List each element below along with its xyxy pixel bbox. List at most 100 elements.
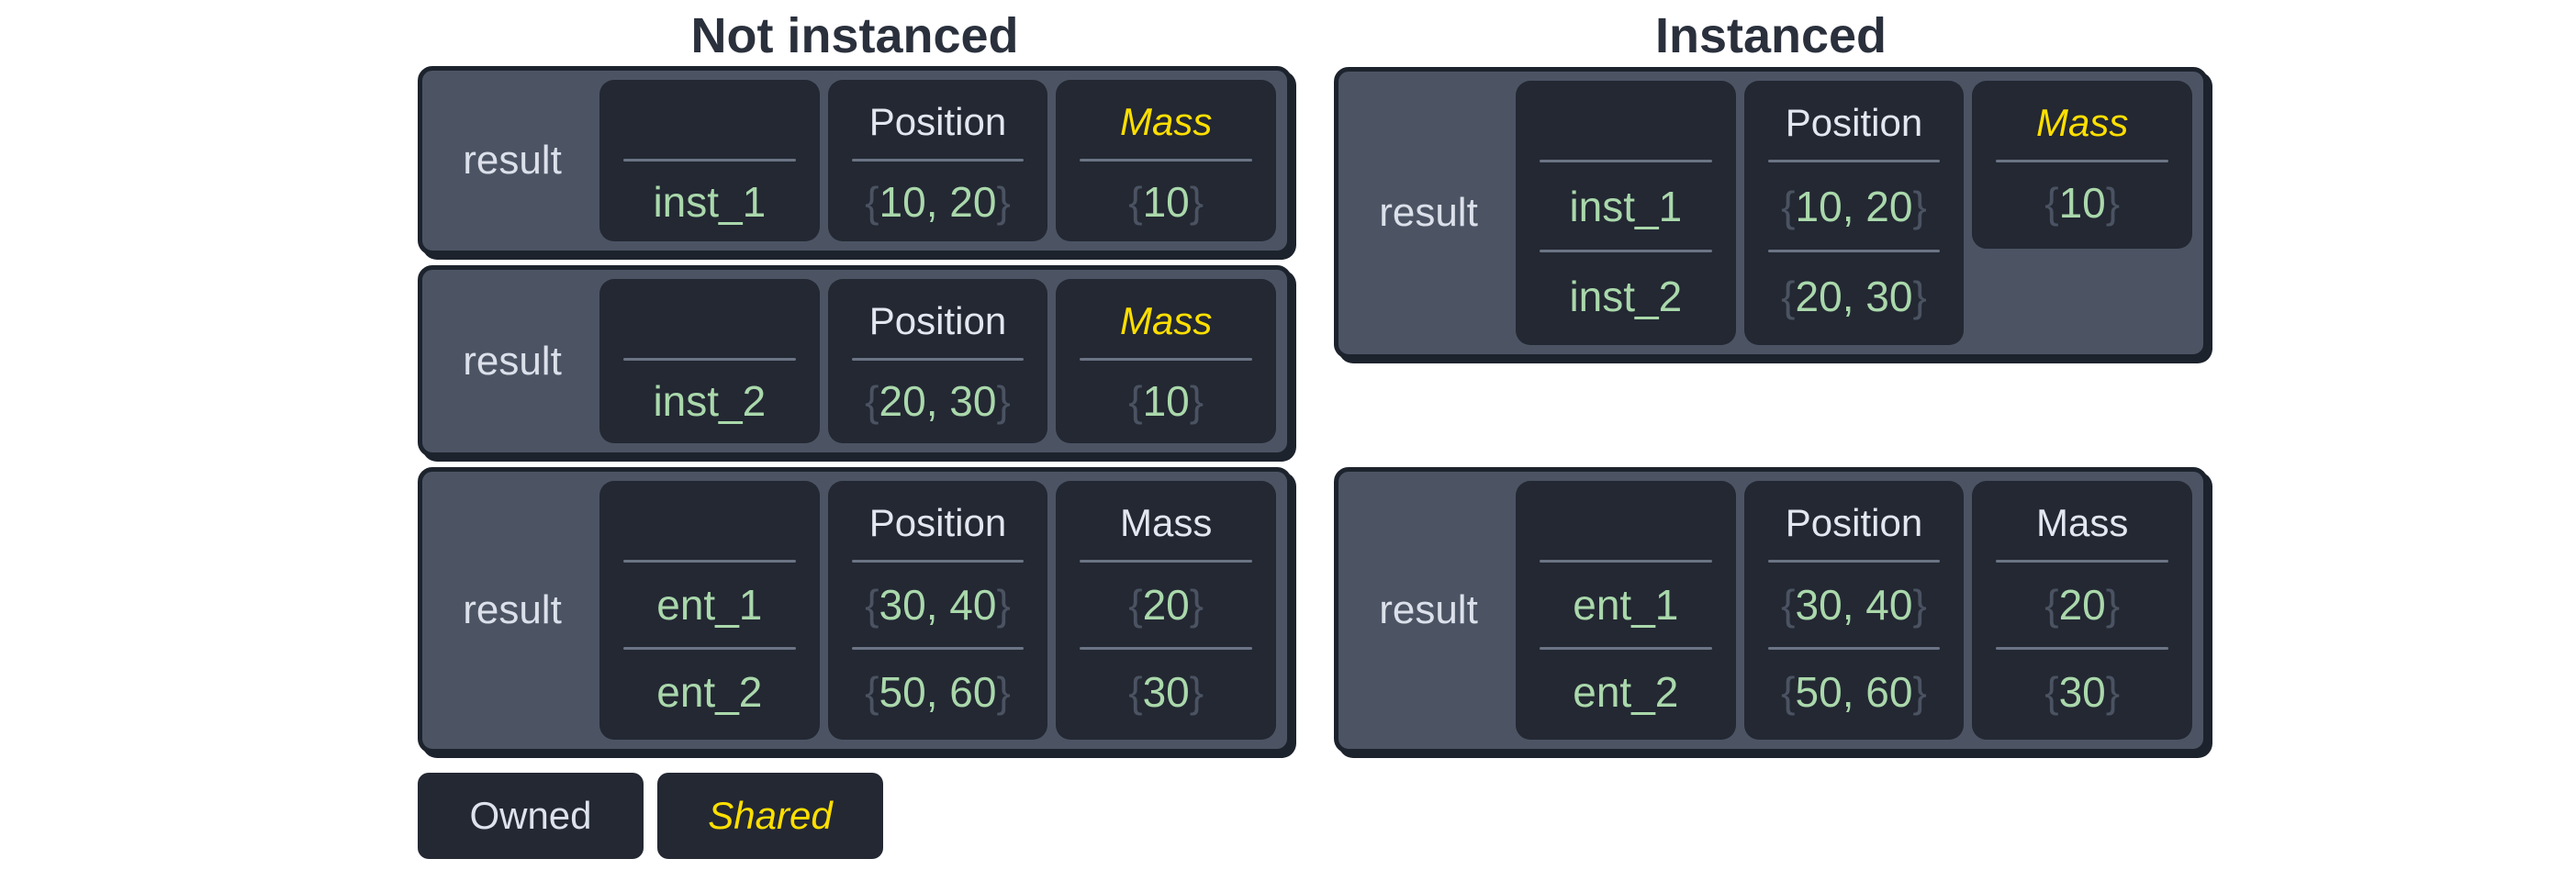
- row-separator: [1767, 160, 1941, 162]
- column-header-entity: [599, 284, 820, 358]
- row-separator: [1996, 560, 2169, 563]
- brace-open: {: [1128, 377, 1143, 425]
- column-mass: Mass {10}: [1972, 81, 2193, 249]
- row-separator: [1767, 250, 1941, 252]
- cell-value: 10: [1142, 377, 1190, 425]
- cell-value: ent_1: [1573, 581, 1679, 629]
- brace-close: }: [1189, 581, 1204, 629]
- column-mass: Mass{20}{30}: [1972, 481, 2193, 740]
- column-entity: inst_2: [599, 279, 820, 443]
- result-label: result: [463, 587, 562, 632]
- brace-close: }: [1912, 272, 1927, 320]
- cell-value: 30, 40: [1795, 581, 1913, 629]
- brace-close: }: [1912, 581, 1927, 629]
- brace-close: }: [1189, 668, 1204, 716]
- brace-close: }: [1912, 668, 1927, 716]
- entity-name-cell: ent_1: [599, 563, 820, 647]
- cell-value: 30, 40: [879, 581, 997, 629]
- row-separator: [623, 647, 796, 650]
- row-separator: [1540, 250, 1712, 252]
- row-separator: [1080, 647, 1253, 650]
- legend-shared: Shared: [657, 773, 883, 859]
- component-value-cell: {20}: [1972, 563, 2192, 647]
- entity-name-cell: inst_2: [1516, 252, 1736, 340]
- panel-title-right: Instanced: [1654, 8, 1887, 63]
- cell-value: 20, 30: [879, 377, 997, 425]
- entity-name-cell: ent_2: [1516, 650, 1736, 734]
- brace-close: }: [2105, 581, 2121, 629]
- column-position: Position{30, 40}{50, 60}: [1743, 481, 1965, 740]
- brace-close: }: [1189, 377, 1204, 425]
- panel-title-left: Not instanced: [690, 8, 1019, 63]
- result-label: result: [1379, 587, 1478, 632]
- component-value-cell: {30, 40}: [828, 563, 1048, 647]
- brace-open: {: [1781, 272, 1796, 320]
- brace-open: {: [2044, 179, 2059, 227]
- component-value-cell: {20}: [1056, 563, 1276, 647]
- column-entity: inst_1 inst_2: [1516, 81, 1736, 345]
- column-mass: Mass {10}: [1056, 279, 1277, 443]
- component-value-cell: {50, 60}: [1744, 650, 1965, 734]
- brace-close: }: [2105, 179, 2121, 227]
- column-header-position: Position: [868, 100, 1007, 143]
- column-header-mass: Mass: [1120, 100, 1213, 143]
- row-separator: [1080, 560, 1253, 563]
- column-position: Position{10, 20}: [827, 80, 1048, 241]
- column-header-mass: Mass: [2036, 101, 2129, 144]
- cell-value: 50, 60: [879, 668, 997, 716]
- cell-value: inst_1: [653, 178, 767, 226]
- brace-open: {: [865, 377, 879, 425]
- row-separator: [851, 647, 1025, 650]
- column-header-entity: [1516, 486, 1736, 560]
- brace-open: {: [1128, 668, 1143, 716]
- component-value-cell: {20, 30}: [828, 361, 1048, 441]
- row-separator: [623, 159, 796, 162]
- cell-value: 30: [1142, 668, 1190, 716]
- result-label: result: [1379, 190, 1478, 235]
- brace-close: }: [1912, 182, 1927, 230]
- brace-close: }: [2105, 668, 2121, 716]
- entity-name-cell: ent_2: [599, 650, 820, 734]
- brace-open: {: [2044, 668, 2059, 716]
- row-separator: [623, 560, 796, 563]
- column-header-entity: [1516, 86, 1736, 160]
- component-value-cell: {20, 30}: [1744, 252, 1965, 340]
- column-position: Position{30, 40}{50, 60}: [827, 481, 1048, 740]
- cell-value: ent_2: [656, 668, 763, 716]
- column-entity: ent_1 ent_2: [1516, 481, 1736, 740]
- component-value-cell: {10}: [1056, 361, 1276, 441]
- brace-open: {: [1128, 581, 1143, 629]
- entity-name-cell: ent_1: [1516, 563, 1736, 647]
- cell-value: 10: [2058, 179, 2106, 227]
- cell-value: inst_1: [1569, 182, 1683, 230]
- brace-open: {: [1128, 178, 1143, 226]
- column-mass: Mass{20}{30}: [1056, 481, 1277, 740]
- column-header-mass: Mass: [2036, 501, 2129, 544]
- brace-open: {: [1781, 668, 1796, 716]
- cell-value: 10, 20: [1795, 182, 1913, 230]
- column-header-position: Position: [868, 299, 1007, 342]
- row-separator: [1767, 560, 1941, 563]
- result-label: result: [463, 138, 562, 183]
- component-value-cell: {30}: [1056, 650, 1276, 734]
- brace-open: {: [1781, 182, 1796, 230]
- column-mass: Mass{10}: [1056, 80, 1277, 241]
- cell-value: inst_2: [1569, 272, 1683, 320]
- column-header-entity: [599, 486, 820, 560]
- row-separator: [1540, 647, 1712, 650]
- cell-value: 10, 20: [879, 178, 997, 226]
- column-position: Position {20, 30}: [827, 279, 1048, 443]
- cell-value: 50, 60: [1795, 668, 1913, 716]
- row-separator: [1080, 159, 1253, 162]
- component-value-cell: {30, 40}: [1744, 563, 1965, 647]
- brace-close: }: [996, 377, 1011, 425]
- column-header-mass: Mass: [1120, 299, 1213, 342]
- column-header-position: Position: [1785, 501, 1923, 544]
- component-value-cell: {10}: [1972, 162, 2192, 243]
- row-separator: [1767, 647, 1941, 650]
